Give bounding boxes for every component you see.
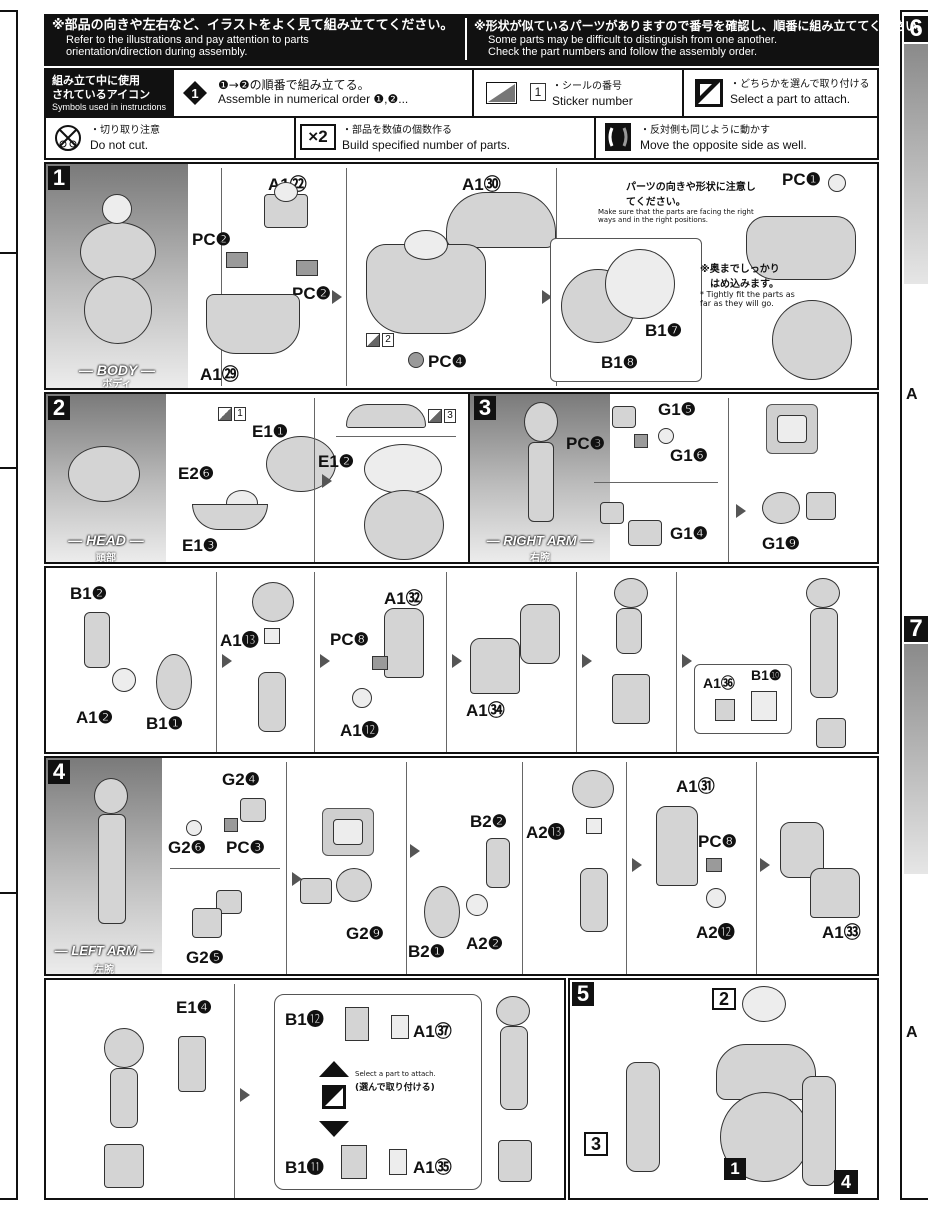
sticker-3-icon: 3 bbox=[428, 408, 458, 424]
g2-detail-inset bbox=[322, 808, 374, 856]
step-1-body-panel: 1 — BODY — ボディ A1㉒ PC❷ PC❷ A1㉙ A1㉚ 2 PC❹ bbox=[44, 162, 879, 390]
sticker-2-icon: 2 bbox=[366, 332, 396, 348]
legend-select: ・どちらかを選んで取り付ける Select a part to attach. bbox=[684, 70, 877, 116]
label-e1-3: E1❸ bbox=[182, 536, 219, 555]
g1-detail-inset bbox=[766, 404, 818, 454]
right-arm-thumbnail: — RIGHT ARM — 右腕 bbox=[470, 394, 610, 562]
label-pc4: PC❹ bbox=[428, 352, 467, 371]
label-pc2-right: PC❷ bbox=[292, 284, 331, 303]
label-e1-2: E1❷ bbox=[318, 452, 355, 471]
label-g2-5: G2❺ bbox=[186, 948, 224, 967]
label-a2-2: A2❷ bbox=[466, 934, 503, 953]
callout-right-arm: 3 bbox=[584, 1132, 608, 1156]
label-pc8-left: PC❽ bbox=[698, 832, 737, 851]
label-pc2-left: PC❷ bbox=[192, 230, 231, 249]
select-part-icon bbox=[694, 78, 724, 108]
legend-row-2: ・切り取り注意 Do not cut. ×2 ・部品を数値の個数作る Build… bbox=[44, 118, 879, 160]
step-7-number: 7 bbox=[904, 616, 928, 642]
label-a1-30: A1㉚ bbox=[462, 175, 501, 194]
legend-row-1: 組み立て中に使用 されているアイコン Symbols used in instr… bbox=[44, 68, 879, 118]
label-pc3: PC❸ bbox=[566, 434, 605, 453]
label-b1-2: B1❷ bbox=[70, 584, 107, 603]
step-4-left-arm-panel: 4 — LEFT ARM — 左腕 G2❹ G2❻ PC❸ G2❺ G2❾ B2… bbox=[44, 756, 879, 976]
label-a1-31: A1㉛ bbox=[676, 777, 715, 796]
header-left-en-1: Refer to the illustrations and pay atten… bbox=[66, 34, 309, 46]
step-2-number: 2 bbox=[48, 396, 70, 420]
legend-sticker: 1 ・シールの番号 Sticker number bbox=[474, 70, 684, 116]
order-diamond-icon: 1 bbox=[182, 80, 208, 106]
step-3-number: 3 bbox=[474, 396, 496, 420]
callout-left-arm: 4 bbox=[834, 1170, 858, 1194]
label-g2-4: G2❹ bbox=[222, 770, 260, 789]
label-g1-9: G1❾ bbox=[762, 534, 800, 553]
select-option-inset: B1⓬ A1㊲ Select a part to attach. (選んで取り付… bbox=[274, 994, 482, 1190]
sticker-icon bbox=[486, 82, 526, 104]
multiply-icon: ×2 bbox=[300, 124, 336, 150]
header-right-en-1: Some parts may be difficult to distingui… bbox=[488, 34, 778, 46]
instruction-header: ※部品の向きや左右など、イラストをよく見て組み立ててください。 Refer to… bbox=[44, 14, 928, 66]
step-3-row-2-panel: B1❷ A1❷ B1❶ A1⓭ A1㉜ PC❽ A1⓬ A1㉞ A1㊱ bbox=[44, 566, 879, 754]
sticker-1-icon: 1 bbox=[218, 406, 248, 422]
left-arm-thumbnail: — LEFT ARM — 左腕 bbox=[46, 758, 162, 974]
label-a1-34: A1㉞ bbox=[466, 701, 505, 720]
step-4-row-2-panel: E1❹ B1⓬ A1㊲ Select a part to attach. (選ん… bbox=[44, 978, 566, 1200]
legend-order: 1 ❶→❷の順番で組み立てる。 Assemble in numerical or… bbox=[174, 70, 474, 116]
label-a1-2: A1❷ bbox=[76, 708, 113, 727]
a1-36-inset: A1㊱ B1❿ bbox=[694, 664, 792, 734]
select-arrows-icon bbox=[319, 1061, 349, 1137]
label-b2-2: B2❷ bbox=[470, 812, 507, 831]
opposite-side-icon bbox=[604, 122, 632, 152]
label-e1-4: E1❹ bbox=[176, 998, 213, 1017]
label-a2-12: A2⓬ bbox=[696, 923, 735, 942]
label-g1-6: G1❻ bbox=[670, 446, 708, 465]
label-pc3-left: PC❸ bbox=[226, 838, 265, 857]
step-2-3-panel: 2 — HEAD — 頭部 1 E1❶ E2❻ E1❸ 3 E1❷ 3 — RI… bbox=[44, 392, 879, 564]
label-e2-6: E2❻ bbox=[178, 464, 215, 483]
head-thumbnail: — HEAD — 頭部 bbox=[46, 394, 166, 562]
legend-do-not-cut: ・切り取り注意 Do not cut. bbox=[46, 118, 296, 158]
orientation-note: パーツの向きや形状に注意してください。 Make sure that the p… bbox=[598, 182, 756, 224]
next-page-edge: 6 A 7 A bbox=[900, 10, 928, 1200]
header-right-jp: ※形状が似ているパーツがありますので番号を確認し、順番に組み立ててください。 bbox=[474, 19, 928, 33]
symbols-title: 組み立て中に使用 されているアイコン Symbols used in instr… bbox=[46, 70, 174, 116]
label-pc1: PC❶ bbox=[782, 170, 821, 189]
header-left-jp: ※部品の向きや左右など、イラストをよく見て組み立ててください。 bbox=[52, 18, 454, 33]
step-5-number: 5 bbox=[572, 982, 594, 1006]
step-6-number: 6 bbox=[904, 16, 928, 42]
legend-opposite-side: ・反対側も同じように動かす Move the opposite side as … bbox=[596, 118, 877, 158]
label-b1-8: B1❽ bbox=[601, 353, 638, 372]
label-b1-7: B1❼ bbox=[645, 321, 682, 340]
label-g2-6: G2❻ bbox=[168, 838, 206, 857]
label-a1-29: A1㉙ bbox=[200, 365, 239, 384]
step-4-number: 4 bbox=[48, 760, 70, 784]
label-b1-1: B1❶ bbox=[146, 714, 183, 733]
header-left-en-2: orientation/direction during assembly. bbox=[66, 46, 248, 58]
label-a1-32: A1㉜ bbox=[384, 589, 423, 608]
callout-head: 2 bbox=[712, 988, 736, 1010]
step-5-panel: 5 2 3 1 4 bbox=[568, 978, 879, 1200]
label-g1-5: G1❺ bbox=[658, 400, 696, 419]
callout-body: 1 bbox=[724, 1158, 746, 1180]
step-1-number: 1 bbox=[48, 166, 70, 190]
body-thumbnail: — BODY — ボディ bbox=[46, 164, 188, 388]
label-a1-33: A1㉝ bbox=[822, 923, 861, 942]
label-b2-1: B2❶ bbox=[408, 942, 445, 961]
label-a1-12: A1⓬ bbox=[340, 721, 379, 740]
label-g1-4: G1❹ bbox=[670, 524, 708, 543]
sphere-inset: B1❼ B1❽ bbox=[550, 238, 702, 382]
label-g2-9: G2❾ bbox=[346, 924, 384, 943]
label-pc8: PC❽ bbox=[330, 630, 369, 649]
legend-multiple: ×2 ・部品を数値の個数作る Build specified number of… bbox=[296, 118, 596, 158]
scissors-icon bbox=[54, 124, 82, 152]
label-a1-13: A1⓭ bbox=[220, 631, 259, 650]
previous-page-edge bbox=[0, 10, 18, 1200]
label-e1-1: E1❶ bbox=[252, 422, 289, 441]
svg-text:1: 1 bbox=[191, 86, 198, 101]
label-a2-13: A2⓭ bbox=[526, 823, 565, 842]
header-right-en-2: Check the part numbers and follow the as… bbox=[488, 46, 758, 58]
tight-fit-note: ※奥までしっかり はめ込みます。 * Tightly fit the parts… bbox=[700, 264, 795, 308]
